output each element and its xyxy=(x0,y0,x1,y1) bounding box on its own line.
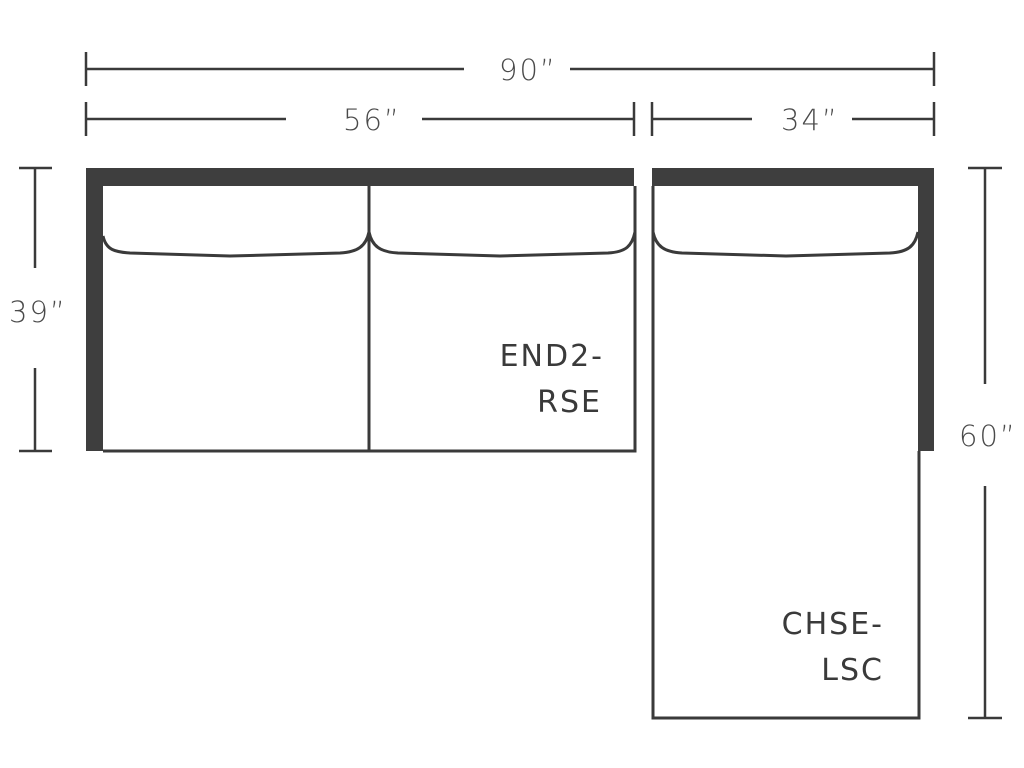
piece-code-line2: LSC xyxy=(821,653,884,688)
piece-code-line2: RSE xyxy=(537,385,602,420)
back-cushion-2 xyxy=(367,231,637,258)
piece-code-line1: END2- xyxy=(500,339,604,374)
right-width-label: 34” xyxy=(781,103,839,137)
back-cushion-3 xyxy=(651,231,920,258)
sofa-piece-chse-lsc[interactable]: CHSE- LSC xyxy=(651,168,934,720)
back-cushion-1 xyxy=(101,231,371,258)
right-depth-label: 60” xyxy=(959,419,1017,453)
left-depth-label: 39” xyxy=(9,295,67,329)
left-width-dimension: 56” xyxy=(84,102,636,137)
backrest-right-piece xyxy=(652,168,934,451)
left-depth-dimension: 39” xyxy=(9,166,67,453)
seat-outline-right-piece xyxy=(651,186,921,720)
right-width-dimension: 34” xyxy=(650,102,936,137)
sofa-piece-end2-rse[interactable]: END2- RSE xyxy=(86,168,637,453)
overall-width-label: 90” xyxy=(499,53,557,87)
piece-code-line1: CHSE- xyxy=(782,607,884,642)
right-depth-dimension: 60” xyxy=(959,166,1017,720)
left-width-label: 56” xyxy=(343,103,401,137)
seat-outline-left-piece xyxy=(103,186,637,453)
overall-width-dimension: 90” xyxy=(84,52,936,87)
